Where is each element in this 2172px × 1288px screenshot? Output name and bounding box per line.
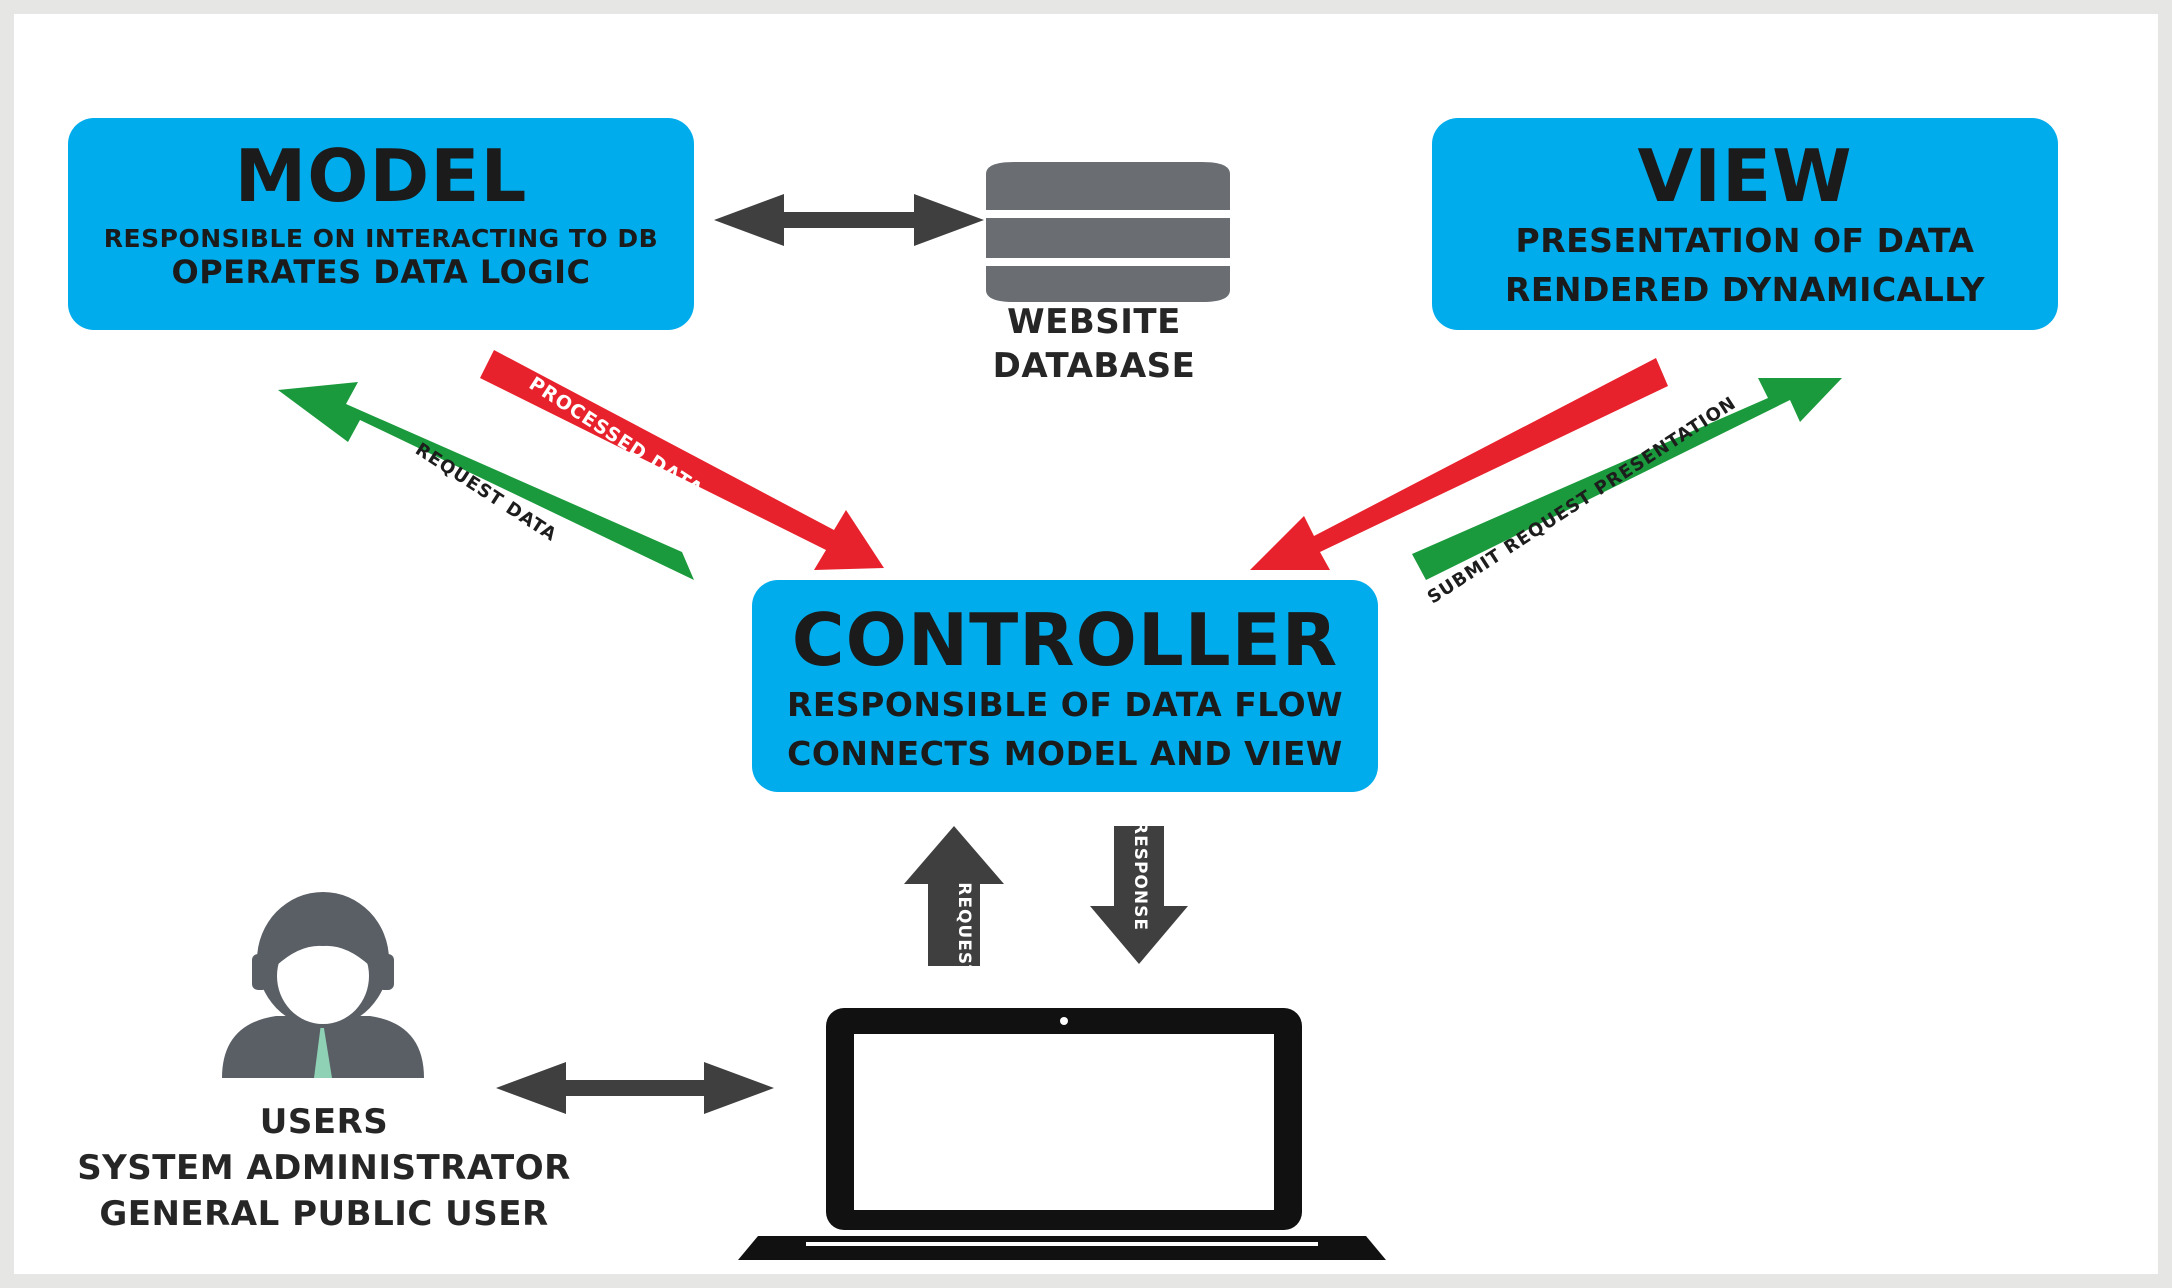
controller-title: CONTROLLER	[791, 598, 1339, 682]
request-label: REQUEST	[954, 882, 974, 978]
database-label: WEBSITE DATABASE	[934, 300, 1254, 388]
view-description-line-2: RENDERED DYNAMICALLY	[1504, 269, 1986, 309]
database-label-line-2: DATABASE	[992, 346, 1196, 387]
processed-data-arrow	[480, 350, 884, 570]
database-label-line-1: WEBSITE	[1007, 302, 1181, 342]
send-request-data-arrow	[1250, 358, 1668, 570]
model-database-double-arrow	[714, 194, 984, 246]
diagram-graphics	[222, 162, 1842, 1260]
view-box: VIEW PRESENTATION OF DATA RENDERED DYNAM…	[1432, 118, 2058, 330]
users-laptop-double-arrow	[496, 1062, 774, 1114]
request-data-arrow	[278, 382, 694, 580]
model-description-line-2: OPERATES DATA LOGIC	[171, 252, 591, 291]
controller-box: CONTROLLER RESPONSIBLE OF DATA FLOW CONN…	[752, 580, 1378, 792]
response-label: RESPONSE	[1130, 821, 1150, 931]
model-box: MODEL RESPONSIBLE ON INTERACTING TO DB O…	[68, 118, 694, 330]
users-label: USERS SYSTEM ADMINISTRATOR GENERAL PUBLI…	[54, 1100, 594, 1238]
view-title: VIEW	[1637, 134, 1853, 218]
user-avatar-icon	[222, 892, 424, 1078]
response-down-arrow	[1090, 826, 1188, 964]
model-description-line-1: RESPONSIBLE ON INTERACTING TO DB	[103, 224, 659, 253]
mvc-diagram: MODEL RESPONSIBLE ON INTERACTING TO DB O…	[14, 14, 2158, 1274]
users-label-line-1: USERS	[259, 1102, 389, 1142]
controller-description-line-1: RESPONSIBLE OF DATA FLOW	[786, 685, 1344, 724]
laptop-icon	[738, 1008, 1386, 1260]
view-description-line-1: PRESENTATION OF DATA	[1515, 221, 1975, 260]
users-label-line-2: SYSTEM ADMINISTRATOR	[77, 1147, 571, 1188]
request-up-arrow	[904, 826, 1004, 966]
model-title: MODEL	[234, 134, 528, 218]
submit-request-presentation-arrow	[1412, 378, 1842, 580]
users-label-line-3: GENERAL PUBLIC USER	[99, 1193, 549, 1234]
database-icon	[986, 162, 1230, 302]
controller-description-line-2: CONNECTS MODEL AND VIEW	[787, 733, 1343, 773]
